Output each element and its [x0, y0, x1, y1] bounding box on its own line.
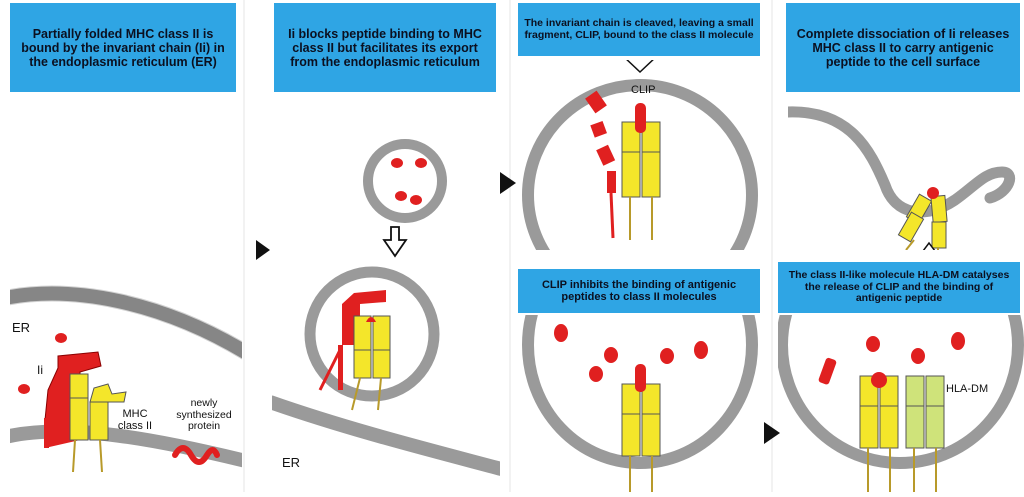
antigenic-peptide: [911, 348, 925, 364]
label-newly-synthesized-protein: newly synthesized protein: [176, 397, 232, 433]
ii-fragment: [596, 144, 616, 166]
mhc-alpha: [69, 397, 89, 441]
er-membrane: [272, 395, 500, 476]
caption-panel-6: The class II-like molecule HLA-DM cataly…: [778, 262, 1020, 313]
label-clip: CLIP: [631, 84, 656, 96]
panel-2-art: [272, 139, 500, 476]
panel-4-art: [788, 106, 1016, 250]
mhc-beta: [89, 401, 109, 441]
peptide: [415, 158, 427, 168]
vesicle-top: [363, 139, 447, 223]
newly-synthesized-protein: [172, 445, 220, 465]
mhc-beta: [930, 194, 948, 224]
label-er-panel-2: ER: [282, 455, 301, 470]
antigenic-peptide: [866, 336, 880, 352]
panel-6-art: [778, 315, 1024, 492]
invariant-chain-stem: [44, 418, 49, 448]
step-arrow-2: [500, 172, 516, 194]
antigenic-peptide: [554, 324, 568, 342]
label-hla-dm: HLA-DM: [946, 383, 989, 395]
antigenic-peptide-bound: [871, 372, 887, 388]
antigenic-peptide: [927, 187, 939, 199]
peptide: [410, 195, 422, 205]
label-invariant-chain: Ii: [37, 363, 43, 377]
invariant-chain: [342, 290, 386, 345]
antigenic-peptide: [694, 341, 708, 359]
antigenic-peptide: [660, 348, 674, 364]
antigenic-peptide: [589, 366, 603, 382]
peptide: [391, 158, 403, 168]
step-arrow-1: [256, 240, 270, 260]
hladm-alpha: [905, 375, 925, 407]
er-membrane-lower: [10, 424, 242, 468]
label-mhc-class-ii: MHC class II: [117, 408, 153, 433]
antigenic-peptide: [951, 332, 965, 350]
up-arrow: [922, 241, 936, 250]
peptide: [395, 191, 407, 201]
clip-peptide: [635, 364, 646, 392]
panel-3-art: [522, 60, 758, 250]
peptide: [18, 384, 30, 394]
antigenic-peptide: [604, 347, 618, 363]
ii-fragment: [585, 90, 607, 114]
er-membrane-upper: [10, 286, 242, 359]
vesicle-bottom: [304, 266, 440, 402]
ii-fragment: [590, 120, 607, 138]
peptide: [55, 333, 67, 343]
fusion-arrow: [382, 226, 408, 258]
step-arrow-3: [764, 422, 780, 444]
clip-peptide: [635, 103, 646, 133]
panel-1-art: [10, 285, 242, 473]
caption-panel-3: The invariant chain is cleaved, leaving …: [518, 3, 760, 56]
down-arrow: [626, 60, 654, 74]
endosome: [778, 315, 1024, 469]
label-er-panel-1: ER: [12, 320, 31, 335]
caption-panel-1: Partially folded MHC class II is bound b…: [10, 3, 236, 92]
ii-fragment: [607, 171, 616, 193]
caption-panel-2: Ii blocks peptide binding to MHC class I…: [274, 3, 496, 92]
hladm-beta: [925, 375, 945, 407]
cell-membrane: [788, 106, 1016, 218]
caption-panel-5: CLIP inhibits the binding of antigenic p…: [518, 269, 760, 313]
mhc-beta: [372, 315, 391, 351]
caption-panel-4: Complete dissociation of Ii releases MHC…: [786, 3, 1020, 92]
released-clip: [818, 357, 837, 385]
panel-5-art: [522, 315, 758, 492]
